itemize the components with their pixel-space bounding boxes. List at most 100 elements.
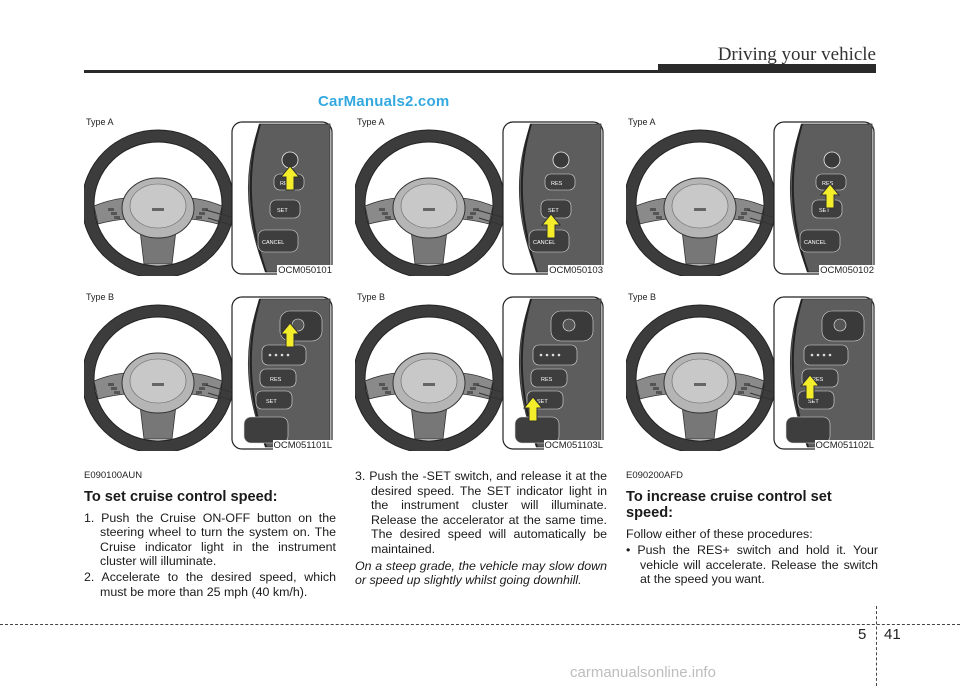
watermark-bottom[interactable]: carmanualsonline.info [570,664,716,681]
wheel-rim [626,305,776,451]
res-label: RES [270,377,282,383]
inset-rim-edge [791,123,809,273]
wheel-rim [84,130,234,276]
spoke-button [470,212,476,215]
spoke-button [385,216,391,219]
wheel-rim [84,305,234,451]
cancel-label: CANCEL [262,240,284,246]
spoke-button [467,391,473,394]
spoke-button [650,383,656,386]
hub-logo [152,208,164,211]
spoke-button [650,208,656,211]
indicator-dot [551,353,555,357]
header-rule-thick [658,64,876,73]
indicator-dot [268,353,272,357]
spoke-button [382,387,388,390]
cruise-onoff-button [823,151,841,169]
figure-code-label: OCM051103L [543,440,604,451]
figure-code-label: OCM050101 [277,265,333,276]
figure-type-label: Type B [86,292,115,302]
indicator-dot [557,353,561,357]
spoke-button [653,387,659,390]
spoke-button [111,387,117,390]
indicator-dot [828,353,832,357]
spoke-button [385,391,391,394]
res-label: RES [822,181,834,187]
hub-logo [423,383,435,386]
res-label: RES [541,377,553,383]
res-label: RES [812,377,824,383]
spoke-button [744,383,750,386]
spoke-button [473,383,479,386]
figure-code-label: OCM050102 [819,265,875,276]
section-title: Driving your vehicle [717,44,876,65]
wheel-rim-inner [93,316,223,442]
arrow-up-icon [279,322,301,348]
res-switch [544,173,576,191]
figure-code-label: OCM051101L [272,440,333,451]
watermark-top[interactable]: CarManuals2.com [318,93,450,110]
cancel-label: CANCEL [804,240,826,246]
indicator-dot [545,353,549,357]
procedure-intro: Follow either of these procedures: [626,526,813,541]
wheel-rim-inner [635,316,765,442]
footer-dashed-line [0,624,960,625]
figure-code-label: OCM050103 [548,265,604,276]
spoke-button [111,212,117,215]
spoke-button [744,208,750,211]
leader-line [205,209,235,219]
footer-divider [876,606,877,686]
leader-line [478,392,506,402]
figure-type-label: Type B [357,292,386,302]
spoke-button [656,391,662,394]
leader-line [476,209,506,219]
arrow-up-icon [279,165,301,191]
text-column-1: E090100AUN To set cruise control speed: … [84,469,336,600]
cancel-label: CANCEL [533,240,555,246]
bullet-1: • Push the RES+ switch and hold it. Your… [626,543,878,587]
spoke-button [108,208,114,211]
leader-line [749,392,777,402]
leader-line [205,384,235,394]
spoke-button [379,383,385,386]
text-column-2: 3. Push the -SET switch, and release it … [355,469,607,588]
set-switch [255,390,293,410]
spoke-button [196,216,202,219]
spoke-button [114,216,120,219]
spoke-button [473,208,479,211]
leader-line [749,217,777,227]
res-switch [259,368,297,388]
arrow-up-icon [540,213,562,239]
spoke-button [202,208,208,211]
spoke-button [653,212,659,215]
figure-type-label: Type A [357,117,385,127]
leader-line [747,209,777,219]
wheel-rim-inner [635,141,765,267]
wheel-rim [626,130,776,276]
step-3: 3. Push the -SET switch, and release it … [355,469,607,556]
inset-rim-edge [249,123,267,273]
spoke-button [114,391,120,394]
wheel-rim-inner [93,141,223,267]
indicator-dot [816,353,820,357]
set-label: SET [277,208,288,214]
indicator-dot [280,353,284,357]
airbag-cover [129,358,187,404]
indicator-strip [803,344,849,366]
airbag-cover [671,183,729,229]
cancel-switch [257,229,299,253]
airbag-cover [129,183,187,229]
arrow-up-icon [819,183,841,209]
indicator-dot [810,353,814,357]
wheel-rim [355,305,505,451]
res-switch [530,368,568,388]
spoke-button [379,208,385,211]
hub-logo [694,383,706,386]
